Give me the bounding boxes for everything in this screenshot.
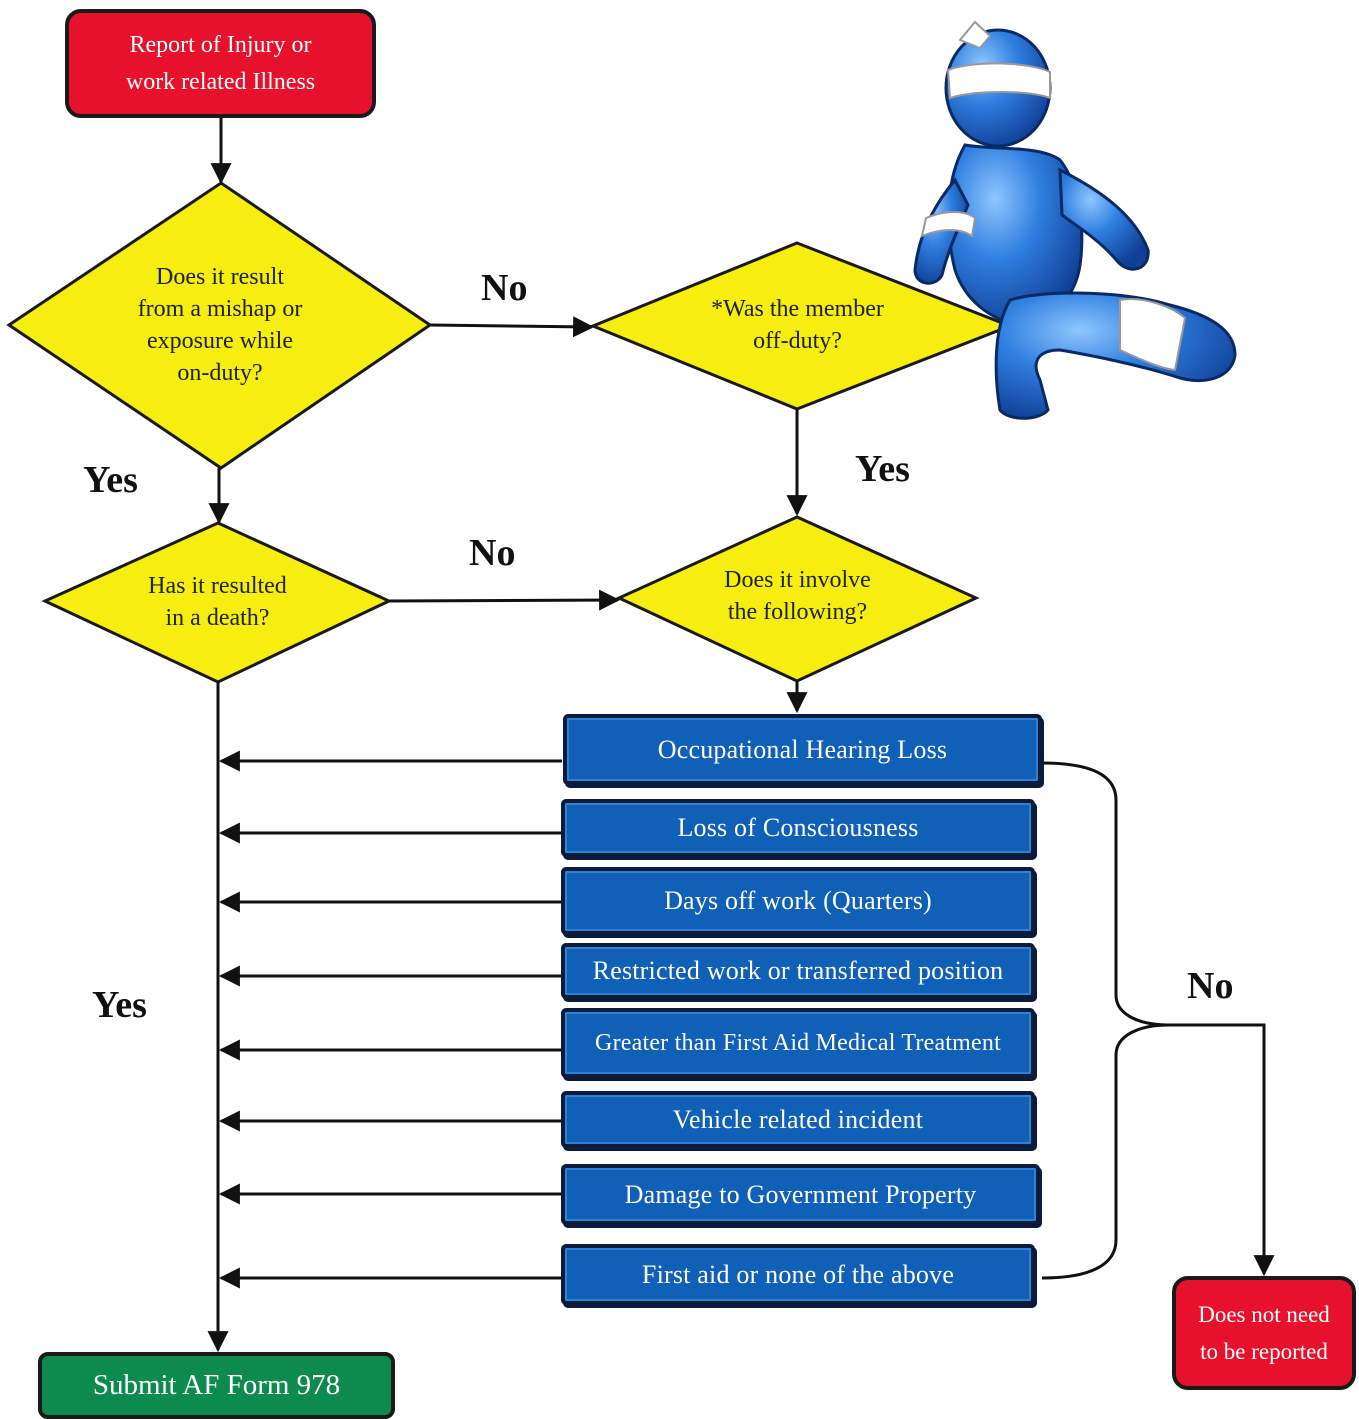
label-no-death: No xyxy=(469,532,516,574)
decision-offduty-text: *Was the member off-duty? xyxy=(711,296,884,354)
criteria-government-property: Damage to Government Property xyxy=(561,1164,1040,1225)
criteria-arrows xyxy=(218,750,562,1289)
label-yes-onduty: Yes xyxy=(83,459,138,501)
decision-death-text: Has it resulted in a death? xyxy=(148,573,287,631)
label-yes-criteria: Yes xyxy=(92,984,147,1026)
arrow-none-no xyxy=(1168,1023,1275,1277)
label-yes-offduty: Yes xyxy=(855,448,910,490)
criteria-days-off-work: Days off work (Quarters) xyxy=(561,867,1035,935)
start-node: Report of Injury or work related Illness xyxy=(65,9,376,118)
arrow-death-no xyxy=(388,589,621,611)
criteria-restricted-work: Restricted work or transferred position xyxy=(561,943,1035,999)
not-reported-node: Does not need to be reported xyxy=(1172,1276,1356,1390)
label-no-criteria: No xyxy=(1187,965,1234,1007)
criteria-first-aid-or-none: First aid or none of the above xyxy=(561,1244,1035,1305)
criteria-vehicle-incident: Vehicle related incident xyxy=(561,1091,1035,1148)
decision-onduty-text: Does it result from a mishap or exposure… xyxy=(137,264,303,386)
criteria-hearing-loss: Occupational Hearing Loss xyxy=(563,714,1042,785)
injured-figure-icon xyxy=(913,20,1237,420)
decision-involve-text: Does it involve the following? xyxy=(724,567,871,625)
criteria-greater-than-first-aid: Greater than First Aid Medical Treatment xyxy=(561,1008,1035,1078)
label-no-onduty: No xyxy=(481,267,528,309)
criteria-loss-of-consciousness: Loss of Consciousness xyxy=(561,799,1035,857)
decision-onduty-diamond xyxy=(6,181,433,470)
criteria-brace xyxy=(1041,761,1169,1280)
submit-node: Submit AF Form 978 xyxy=(38,1352,395,1419)
arrow-onduty-no xyxy=(429,316,595,338)
